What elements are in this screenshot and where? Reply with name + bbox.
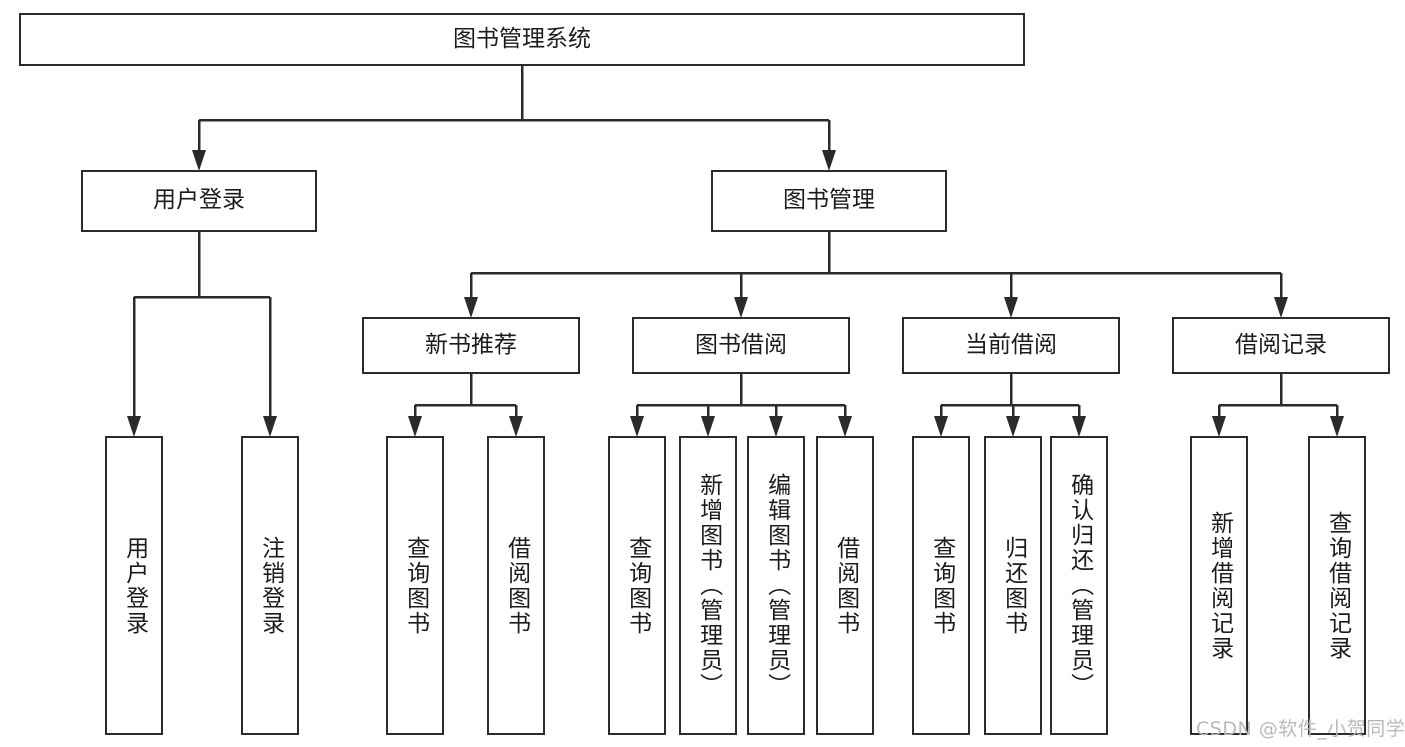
node-label: 借阅记录: [1235, 331, 1327, 358]
node-leaf-nb-borrow[interactable]: 借阅图书: [487, 436, 545, 735]
node-leaf-rc-add[interactable]: 新增借阅记录: [1190, 436, 1248, 735]
arrowhead: [263, 416, 277, 437]
node-label: 新增图书（管理员）: [695, 473, 722, 698]
node-leaf-rc-query[interactable]: 查询借阅记录: [1308, 436, 1366, 735]
node-label: 查询图书: [928, 535, 955, 636]
node-label: 确认归还（管理员）: [1066, 473, 1093, 698]
node-label: 新增借阅记录: [1206, 510, 1233, 661]
arrowhead: [192, 150, 206, 171]
node-leaf-bo-lend[interactable]: 借阅图书: [816, 436, 874, 735]
node-root[interactable]: 图书管理系统: [19, 13, 1025, 66]
node-label: 当前借阅: [965, 331, 1057, 358]
node-leaf-login[interactable]: 用户登录: [105, 436, 163, 735]
node-leaf-bo-add[interactable]: 新增图书（管理员）: [679, 436, 737, 735]
node-leaf-nb-query[interactable]: 查询图书: [386, 436, 444, 735]
arrowhead: [934, 416, 948, 437]
node-label: 查询图书: [624, 535, 651, 636]
arrowhead: [1072, 416, 1086, 437]
node-label: 新书推荐: [425, 331, 517, 358]
node-label: 注销登录: [257, 535, 284, 636]
arrowhead: [701, 416, 715, 437]
node-newbook[interactable]: 新书推荐: [362, 317, 580, 374]
arrowhead: [408, 416, 422, 437]
node-label: 图书管理系统: [453, 25, 591, 52]
node-label: 编辑图书（管理员）: [763, 473, 790, 698]
node-records[interactable]: 借阅记录: [1172, 317, 1390, 374]
node-label: 图书管理: [783, 187, 875, 214]
arrowhead: [838, 416, 852, 437]
node-current[interactable]: 当前借阅: [902, 317, 1120, 374]
arrowhead: [822, 150, 836, 171]
arrowhead: [509, 416, 523, 437]
node-label: 借阅图书: [832, 535, 859, 636]
node-leaf-cu-ret[interactable]: 归还图书: [984, 436, 1042, 735]
node-leaf-logout[interactable]: 注销登录: [241, 436, 299, 735]
node-borrow[interactable]: 图书借阅: [632, 317, 850, 374]
node-label: 用户登录: [153, 187, 245, 214]
arrowhead: [769, 416, 783, 437]
node-bookmgmt[interactable]: 图书管理: [711, 170, 947, 232]
node-leaf-bo-edit[interactable]: 编辑图书（管理员）: [747, 436, 805, 735]
arrowhead: [1004, 297, 1018, 318]
arrowhead: [127, 416, 141, 437]
node-label: 借阅图书: [503, 535, 530, 636]
node-leaf-bo-query[interactable]: 查询图书: [608, 436, 666, 735]
node-login[interactable]: 用户登录: [81, 170, 317, 232]
node-label: 归还图书: [1000, 535, 1027, 636]
node-leaf-cu-query[interactable]: 查询图书: [912, 436, 970, 735]
arrowhead: [1274, 297, 1288, 318]
node-label: 用户登录: [121, 535, 148, 636]
node-label: 查询借阅记录: [1324, 510, 1351, 661]
node-label: 图书借阅: [695, 331, 787, 358]
arrowhead: [630, 416, 644, 437]
arrowhead: [464, 297, 478, 318]
arrowhead: [1006, 416, 1020, 437]
arrowhead: [1330, 416, 1344, 437]
node-label: 查询图书: [402, 535, 429, 636]
watermark: CSDN @软件_小贺同学: [1196, 718, 1405, 740]
node-leaf-cu-conf[interactable]: 确认归还（管理员）: [1050, 436, 1108, 735]
arrowhead: [1212, 416, 1226, 437]
arrowhead: [734, 297, 748, 318]
